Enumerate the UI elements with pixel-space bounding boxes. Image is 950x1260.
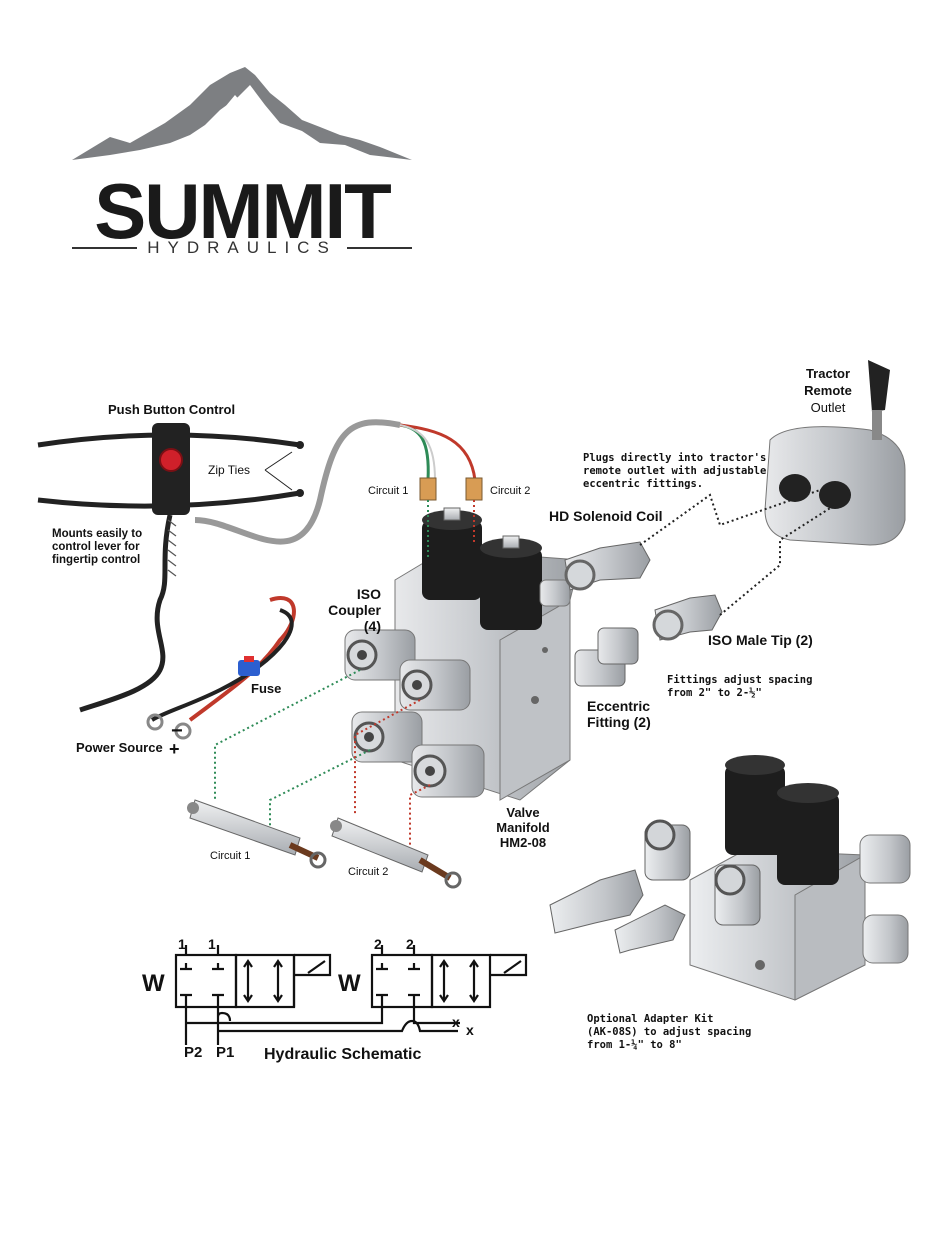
iso-male-tip-label: ISO Male Tip (2): [708, 632, 813, 648]
ring-terminal-icon: [146, 713, 164, 731]
ring-terminal-icon: [174, 722, 192, 740]
schematic-port-1a: 1: [178, 936, 186, 952]
circuit-1-bottom-label: Circuit 1: [210, 850, 251, 862]
tractor-remote-outlet-label: Tractor Remote Outlet: [804, 366, 852, 415]
iso-coupler-label: ISO Coupler (4): [328, 586, 381, 635]
push-button-control: [37, 423, 304, 713]
schematic-port-2a: 2: [374, 936, 382, 952]
power-source-label: Power Source: [76, 740, 163, 755]
valve-manifold: [344, 507, 581, 801]
hydraulic-kit-illustration: [37, 360, 906, 889]
fuse-icon: [238, 660, 260, 676]
adapter-kit-illustration: [549, 755, 911, 1001]
hd-solenoid-coil-label: HD Solenoid Coil: [549, 508, 663, 524]
schematic-x1: x: [452, 1014, 460, 1030]
schematic-w-right: W: [338, 970, 361, 997]
push-button-control-label: Push Button Control: [108, 402, 236, 417]
cylinder-circuit-1: [187, 799, 327, 869]
eccentric-fitting-label: Eccentric Fitting (2): [587, 698, 651, 731]
plugs-directly-text: Plugs directly into tractor's remote out…: [583, 452, 767, 491]
zip-ties-label: Zip Ties: [208, 463, 251, 477]
circuit-2-bottom-label: Circuit 2: [348, 866, 389, 878]
tractor-remote-outlet: [764, 360, 906, 546]
fittings-adjust-text: Fittings adjust spacing from 2" to 2-½": [667, 674, 813, 700]
optional-adapter-text: Optional Adapter Kit (AK-08S) to adjust …: [587, 1013, 752, 1052]
iso-male-tips: [564, 541, 723, 687]
logo-subtitle: HYDRAULICS: [72, 238, 412, 258]
fuse-label: Fuse: [251, 681, 282, 696]
schematic-port-2b: 2: [406, 936, 414, 952]
cylinder-circuit-2: [330, 817, 462, 889]
logo-subtitle-text: HYDRAULICS: [147, 238, 337, 257]
schematic-port-1b: 1: [208, 936, 216, 952]
hydraulic-schematic: W W 1 1 2 2 x x P2 P1 Hydraulic Schemati…: [142, 936, 528, 1063]
schematic-p1: P1: [216, 1044, 234, 1061]
minus-sign: −: [171, 720, 183, 742]
circuit-1-top-label: Circuit 1: [368, 485, 409, 497]
red-button-icon: [159, 448, 183, 472]
schematic-p2: P2: [184, 1044, 202, 1061]
valve-manifold-label: Valve Manifold HM2-08: [496, 805, 550, 850]
schematic-w-left: W: [142, 970, 165, 997]
mountain-icon: [72, 67, 412, 160]
schematic-title: Hydraulic Schematic: [264, 1046, 422, 1063]
mounts-text: Mounts easily to control lever for finge…: [52, 528, 143, 567]
logo-wordmark: SUMMIT: [94, 167, 392, 255]
circuit-2-top-label: Circuit 2: [490, 485, 531, 497]
plus-sign: +: [169, 739, 180, 759]
schematic-x2: x: [466, 1022, 474, 1038]
